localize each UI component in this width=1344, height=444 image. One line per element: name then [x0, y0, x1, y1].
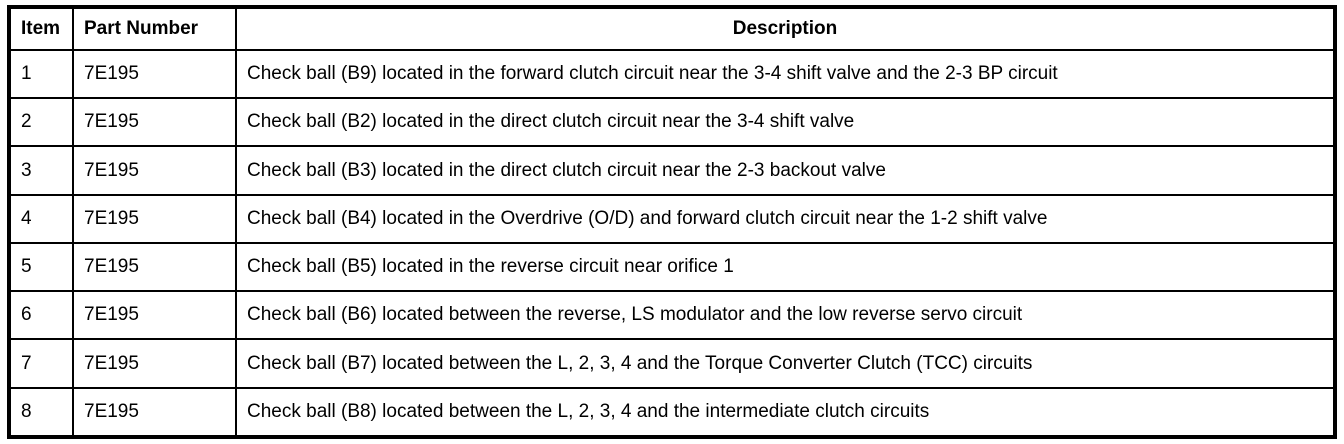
item-cell: 8: [8, 386, 74, 439]
description-cell: Check ball (B4) located in the Overdrive…: [235, 193, 1336, 244]
part-number-cell: 7E195: [72, 386, 237, 439]
description-cell: Check ball (B7) located between the L, 2…: [235, 338, 1336, 389]
part-number-cell: 7E195: [72, 48, 237, 100]
item-cell: 2: [8, 97, 74, 148]
description-cell: Check ball (B3) located in the direct cl…: [235, 145, 1336, 196]
item-cell: 3: [8, 145, 74, 196]
item-cell: 1: [8, 48, 74, 100]
part-number-cell: 7E195: [72, 193, 237, 244]
header-row: Item Part Number Description: [8, 6, 1336, 51]
part-number-cell: 7E195: [72, 145, 237, 196]
description-cell: Check ball (B8) located between the L, 2…: [235, 386, 1336, 439]
description-cell: Check ball (B6) located between the reve…: [235, 290, 1336, 341]
part-number-cell: 7E195: [72, 97, 237, 148]
part-number-cell: 7E195: [72, 241, 237, 293]
header-part-number: Part Number: [72, 6, 237, 51]
description-cell: Check ball (B5) located in the reverse c…: [235, 241, 1336, 293]
item-cell: 4: [8, 193, 74, 244]
description-cell: Check ball (B2) located in the direct cl…: [235, 97, 1336, 148]
header-item: Item: [8, 6, 74, 51]
part-number-cell: 7E195: [72, 290, 237, 341]
part-number-cell: 7E195: [72, 338, 237, 389]
header-description: Description: [235, 6, 1336, 51]
item-cell: 5: [8, 241, 74, 293]
item-cell: 7: [8, 338, 74, 389]
parts-table-header: Item Part Number Description: [8, 6, 1336, 51]
description-cell: Check ball (B9) located in the forward c…: [235, 48, 1336, 100]
item-cell: 6: [8, 290, 74, 341]
